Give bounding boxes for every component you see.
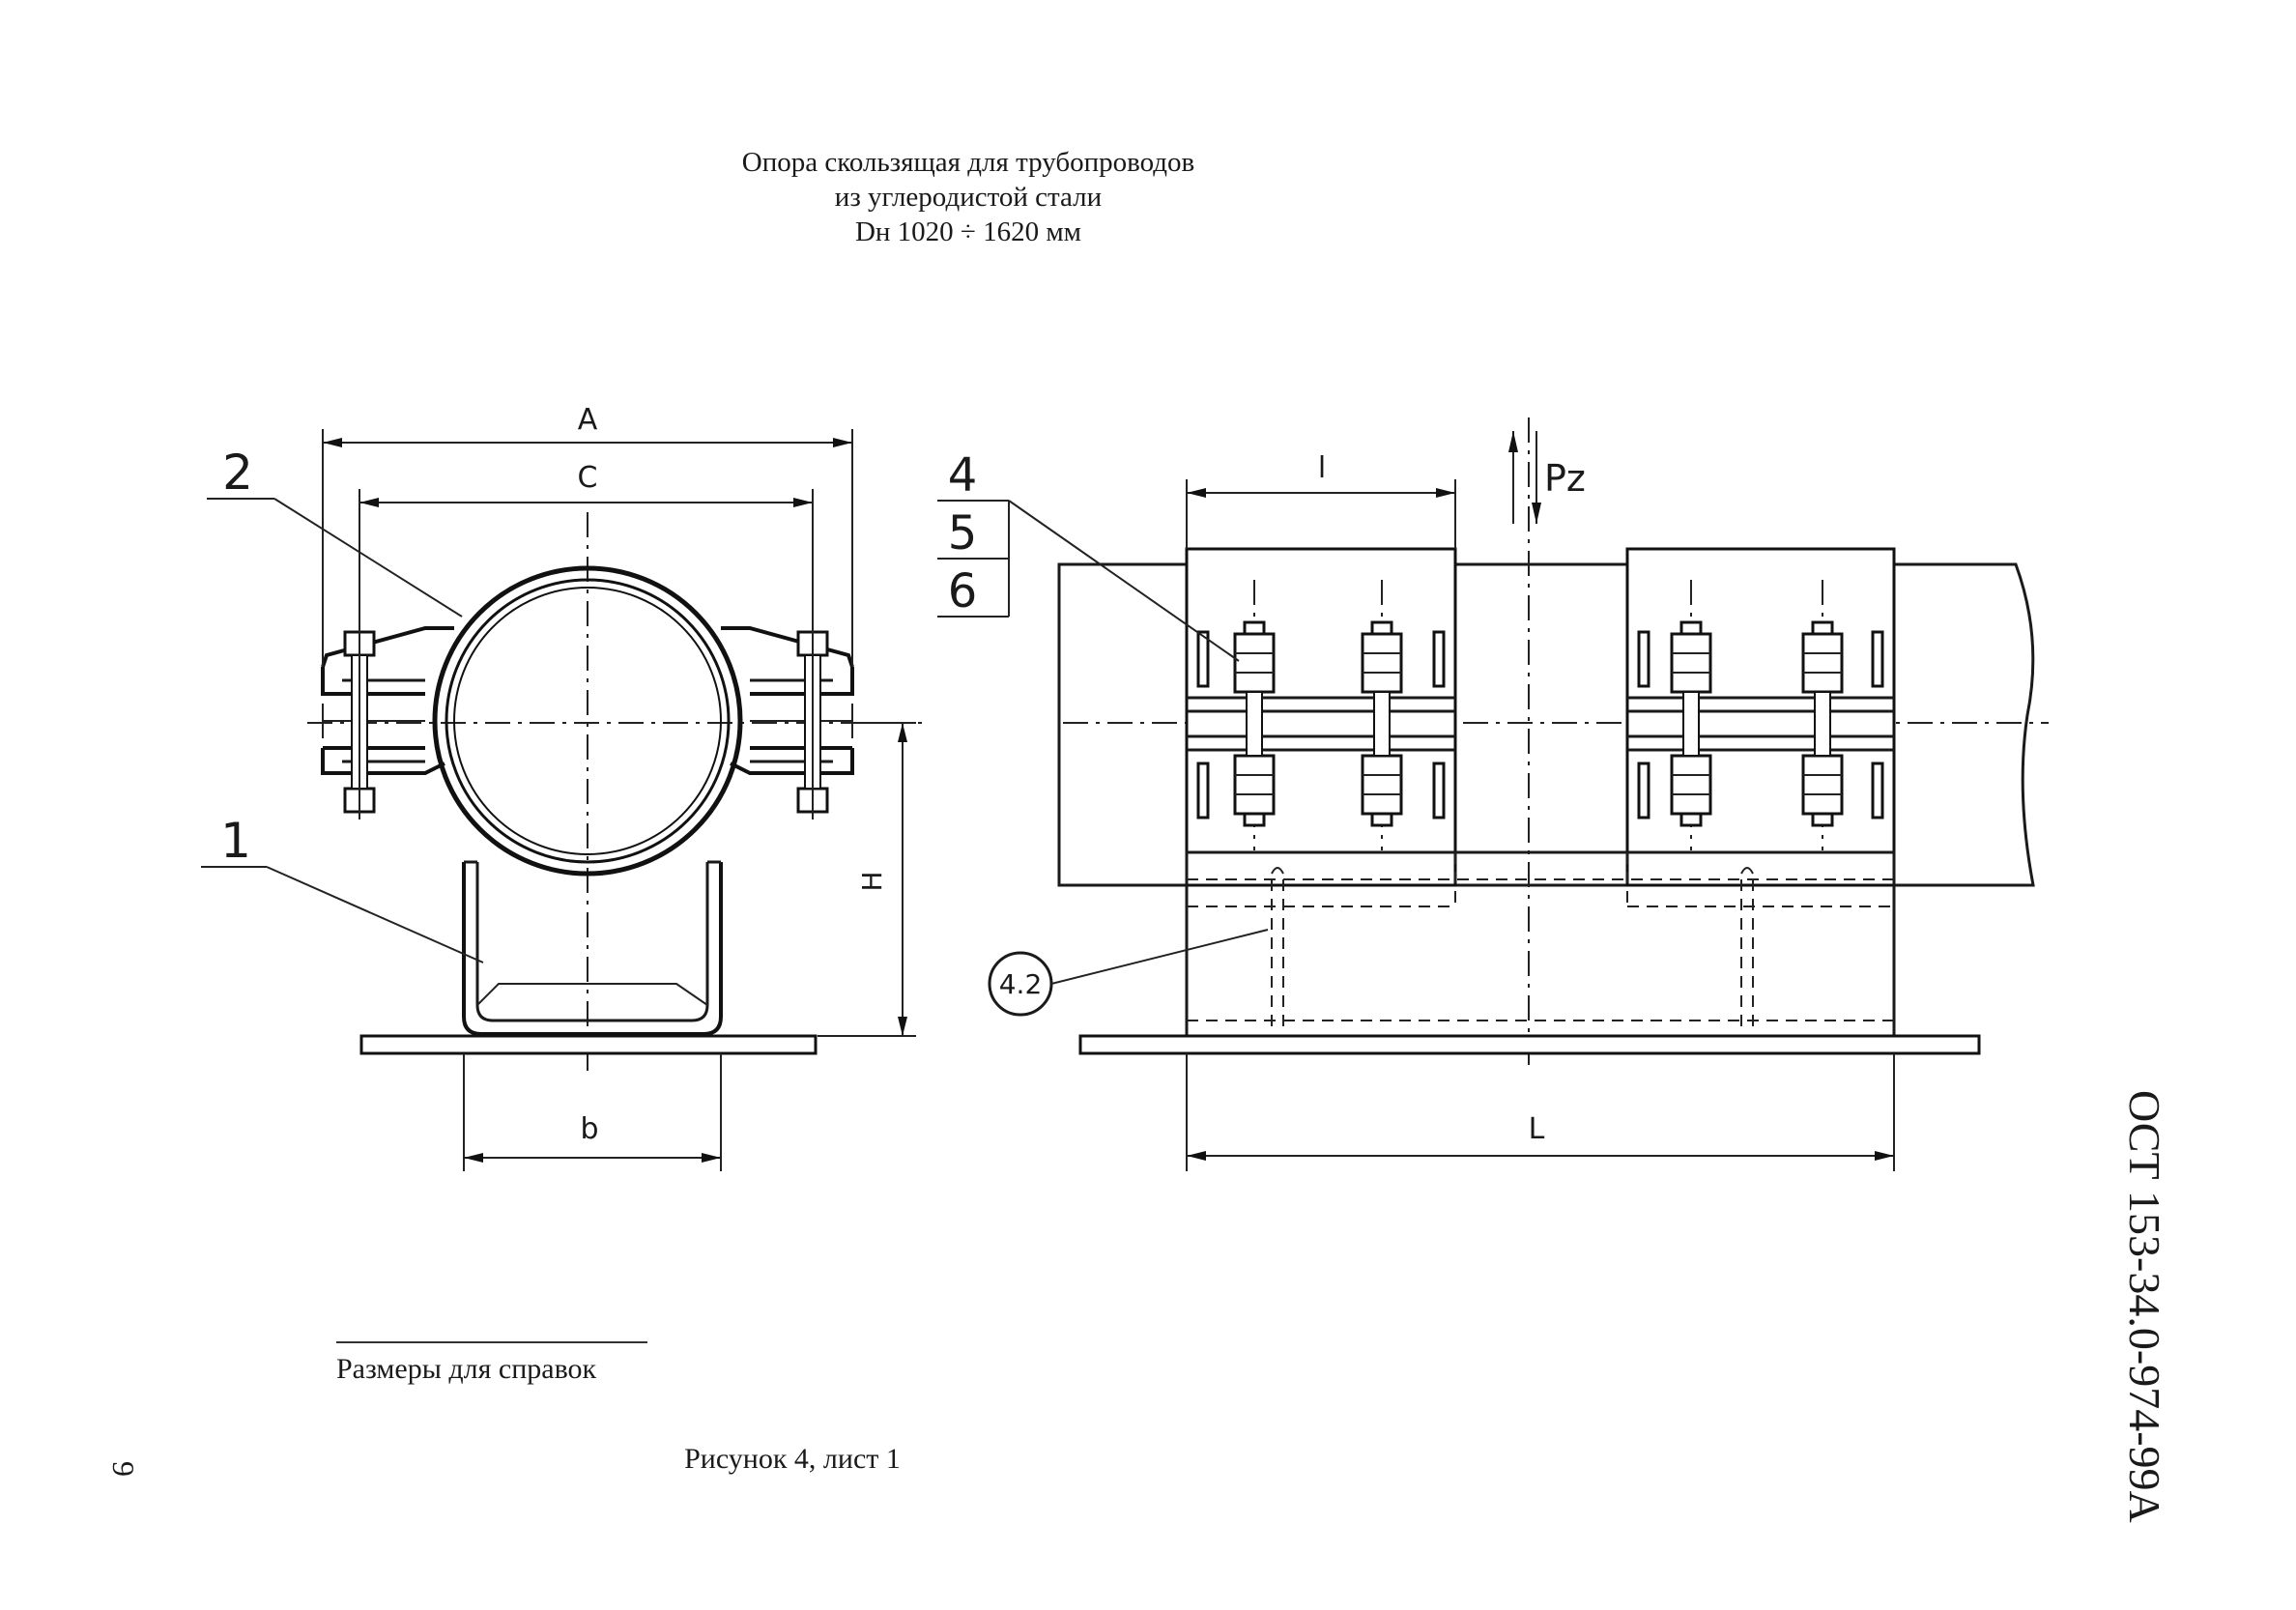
callout-2-label: 2 <box>222 445 253 501</box>
dimension-b: b <box>463 1053 722 1171</box>
dimension-h: H <box>818 722 916 1037</box>
sliding-support <box>1185 850 1896 1038</box>
callout-4-5-6: 4 5 6 <box>937 448 1240 662</box>
callout-4-label: 4 <box>948 448 978 503</box>
reference-dimensions-note: Размеры для справок <box>336 1341 647 1386</box>
right-clamp-block <box>1625 547 1896 887</box>
figure-caption: Рисунок 4, лист 1 <box>684 1443 901 1475</box>
callout-4-2: 4.2 <box>988 929 1269 1017</box>
callout-4-2-label: 4.2 <box>999 968 1043 1000</box>
drawing-title: Опора скользящая для трубопроводов из уг… <box>0 145 1937 249</box>
callout-5-label: 5 <box>948 506 978 561</box>
dimension-l-small-label: l <box>1318 451 1326 485</box>
dimension-b-label: b <box>580 1112 598 1146</box>
dimension-h-label: H <box>856 871 888 891</box>
force-pz-label: Pz <box>1544 457 1586 500</box>
callout-1: 1 <box>201 813 484 963</box>
dimension-c-label: C <box>578 461 598 495</box>
clamp-bolts <box>343 628 829 819</box>
force-pz: Pz <box>1508 431 1586 524</box>
base-plate-left <box>359 1034 818 1055</box>
dimension-a: A <box>322 403 853 667</box>
left-clamp-block <box>1185 547 1457 887</box>
support-channel <box>462 860 723 1036</box>
document-code: ОСТ 153-34.0-974-99А <box>2120 1090 2169 1523</box>
callout-1-label: 1 <box>220 813 251 869</box>
dimension-a-label: A <box>578 403 598 437</box>
title-line-2: из углеродистой стали <box>834 182 1103 213</box>
left-view: A C H b <box>201 403 928 1171</box>
base-plate-right <box>1078 1034 1981 1055</box>
title-line-3: Dн 1020 ÷ 1620 мм <box>854 216 1082 247</box>
dimension-l-large-label: L <box>1529 1112 1545 1146</box>
page-number: 9 <box>106 1461 141 1477</box>
dimension-c: C <box>359 461 814 632</box>
callout-2: 2 <box>207 445 463 618</box>
clamp-band <box>321 626 854 775</box>
dimension-l-small: l <box>1186 451 1456 549</box>
callout-6-label: 6 <box>948 564 978 618</box>
title-line-1: Опора скользящая для трубопроводов <box>741 147 1195 178</box>
right-view: l L Pz 4 5 6 <box>937 417 2049 1171</box>
dimension-l-large: L <box>1186 1053 1895 1171</box>
pipe-section <box>432 565 743 877</box>
